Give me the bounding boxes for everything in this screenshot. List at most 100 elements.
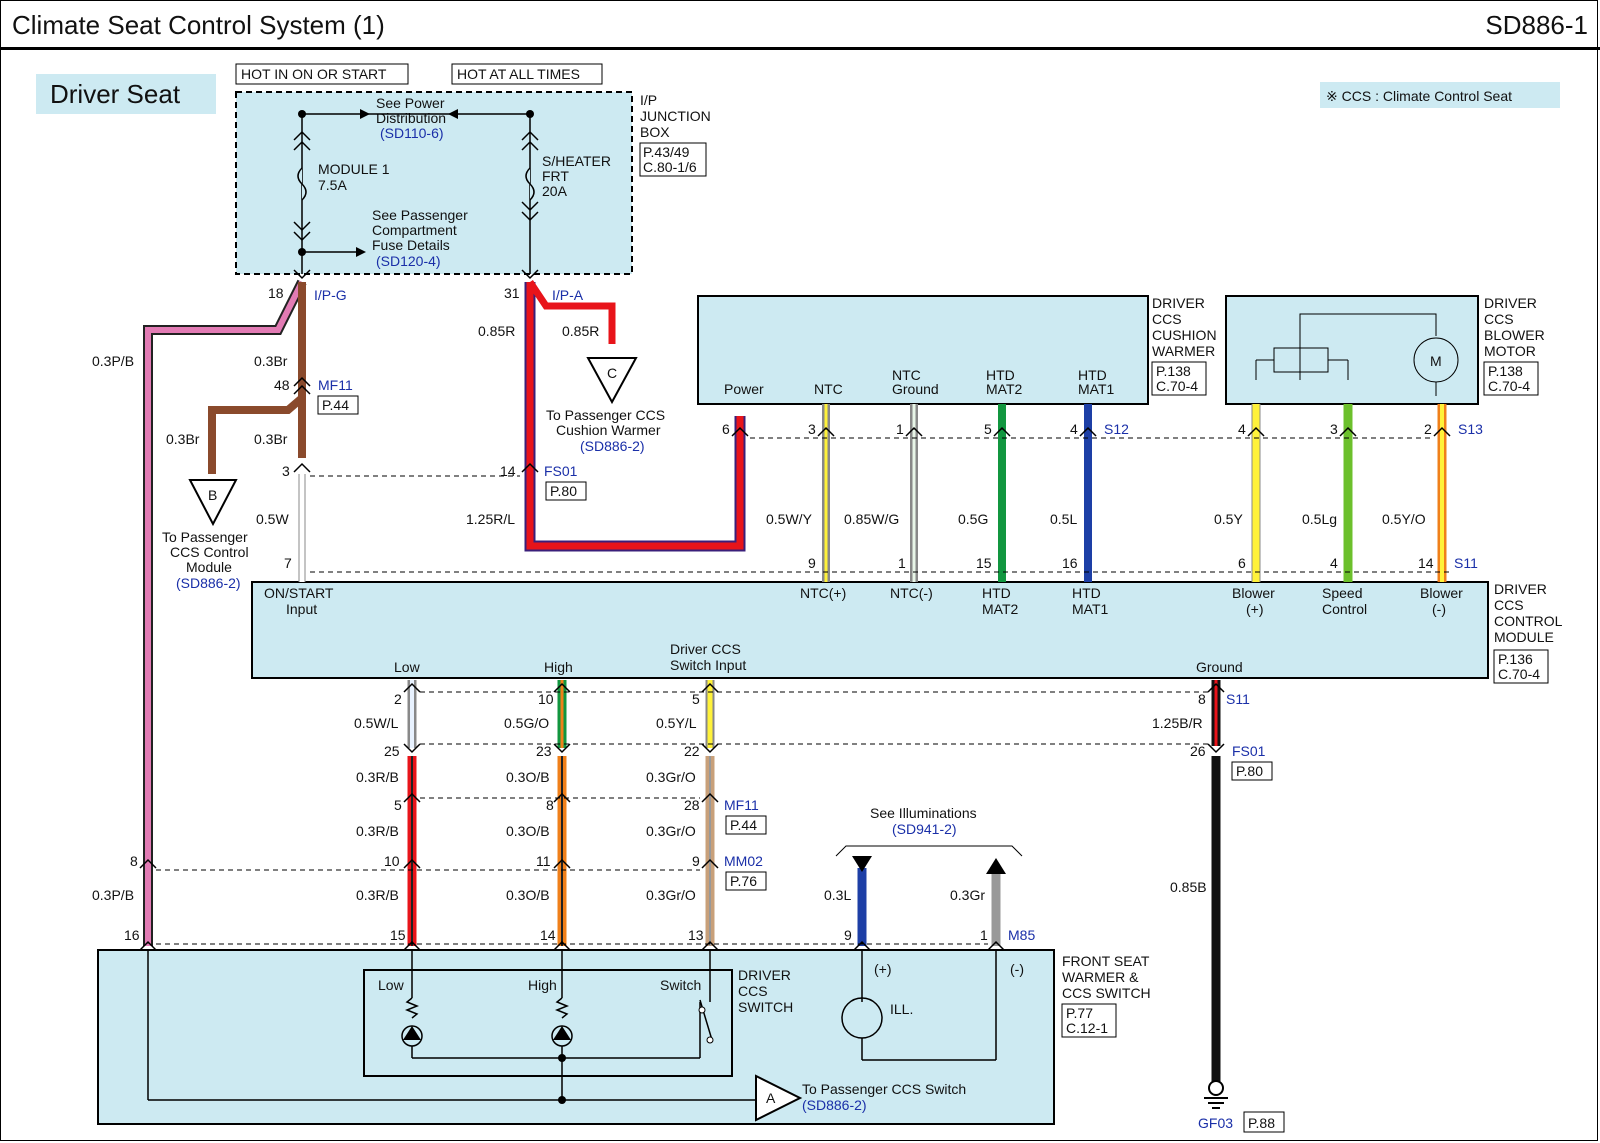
svg-text:C.70-4: C.70-4 [1488, 378, 1530, 394]
svg-text:10: 10 [538, 691, 554, 707]
svg-text:25: 25 [384, 743, 400, 759]
svg-text:0.5Y/O: 0.5Y/O [1382, 511, 1426, 527]
svg-text:16: 16 [1062, 555, 1078, 571]
svg-text:6: 6 [1238, 555, 1246, 571]
front-seat-switch-box: FRONT SEAT WARMER & CCS SWITCH P.77 C.12… [97, 949, 1151, 1125]
svg-text:9: 9 [808, 555, 816, 571]
svg-text:ON/START: ON/START [264, 585, 334, 601]
svg-text:ILL.: ILL. [890, 1001, 913, 1017]
svg-text:I/P-A: I/P-A [552, 287, 584, 303]
svg-text:MOTOR: MOTOR [1484, 343, 1536, 359]
svg-text:1: 1 [898, 555, 906, 571]
svg-text:0.3Gr/O: 0.3Gr/O [646, 769, 696, 785]
svg-text:See Power: See Power [376, 95, 445, 111]
svg-text:I/P-G: I/P-G [314, 287, 347, 303]
wire-pink-03PB [143, 279, 307, 946]
svg-text:0.3Br: 0.3Br [166, 431, 200, 447]
svg-text:C: C [607, 365, 617, 381]
svg-text:MM02: MM02 [724, 853, 763, 869]
svg-text:0.3O/B: 0.3O/B [506, 823, 550, 839]
svg-text:DRIVER: DRIVER [738, 967, 791, 983]
svg-text:15: 15 [976, 555, 992, 571]
svg-text:C.70-4: C.70-4 [1498, 666, 1540, 682]
legend-note: ※ CCS : Climate Control Seat [1320, 82, 1560, 108]
svg-text:0.3Br: 0.3Br [254, 353, 288, 369]
svg-text:0.85W/G: 0.85W/G [844, 511, 899, 527]
svg-text:(SD941-2): (SD941-2) [892, 821, 957, 837]
wire-ground [1204, 680, 1228, 1109]
svg-text:14: 14 [1418, 555, 1434, 571]
wire-labels: 0.3P/B 0.3Br 0.3Br 0.3Br 0.85R 0.85R 0.5… [92, 323, 1426, 903]
svg-text:Blower: Blower [1232, 585, 1275, 601]
svg-text:C.70-4: C.70-4 [1156, 378, 1198, 394]
svg-text:FRT: FRT [542, 168, 569, 184]
svg-text:(SD886-2): (SD886-2) [802, 1097, 867, 1113]
pin-labels: 18 31 48 3 14 7 6 3 1 5 4 4 3 2 9 1 15 1… [124, 285, 1434, 943]
svg-text:4: 4 [1330, 555, 1338, 571]
svg-text:DRIVER: DRIVER [1494, 581, 1547, 597]
svg-text:Low: Low [394, 659, 421, 675]
svg-text:GF03: GF03 [1198, 1115, 1233, 1131]
svg-text:CCS Control: CCS Control [170, 544, 249, 560]
svg-text:FRONT SEAT: FRONT SEAT [1062, 953, 1150, 969]
svg-text:WARMER &: WARMER & [1062, 969, 1139, 985]
svg-text:To Passenger CCS Switch: To Passenger CCS Switch [802, 1081, 966, 1097]
svg-text:2: 2 [1424, 421, 1432, 437]
svg-text:5: 5 [394, 797, 402, 813]
svg-text:Compartment: Compartment [372, 222, 457, 238]
svg-text:Driver Seat: Driver Seat [50, 79, 181, 109]
svg-text:Power: Power [724, 381, 764, 397]
svg-text:7: 7 [284, 555, 292, 571]
svg-text:High: High [528, 977, 557, 993]
svg-text:S/HEATER: S/HEATER [542, 153, 611, 169]
svg-text:(SD886-2): (SD886-2) [580, 438, 645, 454]
svg-text:0.5Lg: 0.5Lg [1302, 511, 1337, 527]
wire-red-085R [524, 280, 746, 552]
svg-text:15: 15 [390, 927, 406, 943]
wires-blower [1251, 404, 1447, 582]
svg-text:HTD: HTD [1072, 585, 1101, 601]
svg-text:10: 10 [384, 853, 400, 869]
svg-text:M85: M85 [1008, 927, 1035, 943]
svg-text:Driver CCS: Driver CCS [670, 641, 741, 657]
svg-text:Speed: Speed [1322, 585, 1362, 601]
svg-text:P.138: P.138 [1156, 363, 1191, 379]
wires-illumination [835, 845, 1023, 946]
wires-warmer [822, 404, 1092, 582]
svg-text:CCS SWITCH: CCS SWITCH [1062, 985, 1151, 1001]
svg-text:NTC(+): NTC(+) [800, 585, 846, 601]
svg-text:To Passenger: To Passenger [162, 529, 248, 545]
svg-text:HOT AT ALL TIMES: HOT AT ALL TIMES [457, 66, 580, 82]
svg-text:3: 3 [1330, 421, 1338, 437]
svg-text:0.3Gr/O: 0.3Gr/O [646, 823, 696, 839]
svg-text:0.3L: 0.3L [824, 887, 851, 903]
svg-text:20A: 20A [542, 183, 568, 199]
svg-text:Ground: Ground [892, 381, 939, 397]
svg-text:1.25B/R: 1.25B/R [1152, 715, 1203, 731]
svg-text:S12: S12 [1104, 421, 1129, 437]
svg-text:0.3Br: 0.3Br [254, 431, 288, 447]
connector-chevrons [139, 130, 1451, 951]
svg-text:0.85R: 0.85R [478, 323, 515, 339]
svg-text:Input: Input [286, 601, 317, 617]
wires-switch-lower [407, 756, 715, 946]
control-module-box: DRIVER CCS CONTROL MODULE P.136 C.70-4 O… [251, 581, 1563, 684]
svg-text:5: 5 [692, 691, 700, 707]
svg-text:31: 31 [504, 285, 520, 301]
svg-text:SWITCH: SWITCH [738, 999, 793, 1015]
svg-text:11: 11 [536, 853, 551, 869]
svg-text:JUNCTION: JUNCTION [640, 108, 711, 124]
svg-text:I/P: I/P [640, 92, 657, 108]
svg-text:To Passenger CCS: To Passenger CCS [546, 407, 665, 423]
svg-text:P.80: P.80 [550, 483, 577, 499]
svg-text:S11: S11 [1226, 691, 1250, 707]
svg-text:0.3P/B: 0.3P/B [92, 887, 134, 903]
svg-text:0.3Gr/O: 0.3Gr/O [646, 887, 696, 903]
svg-text:0.3Gr: 0.3Gr [950, 887, 985, 903]
svg-text:P.43/49: P.43/49 [643, 144, 690, 160]
svg-text:22: 22 [684, 743, 700, 759]
svg-text:MAT1: MAT1 [1072, 601, 1109, 617]
diagram-code: SD886-1 [1485, 10, 1588, 40]
svg-text:0.85R: 0.85R [562, 323, 599, 339]
wires-switch-upper [407, 680, 715, 748]
